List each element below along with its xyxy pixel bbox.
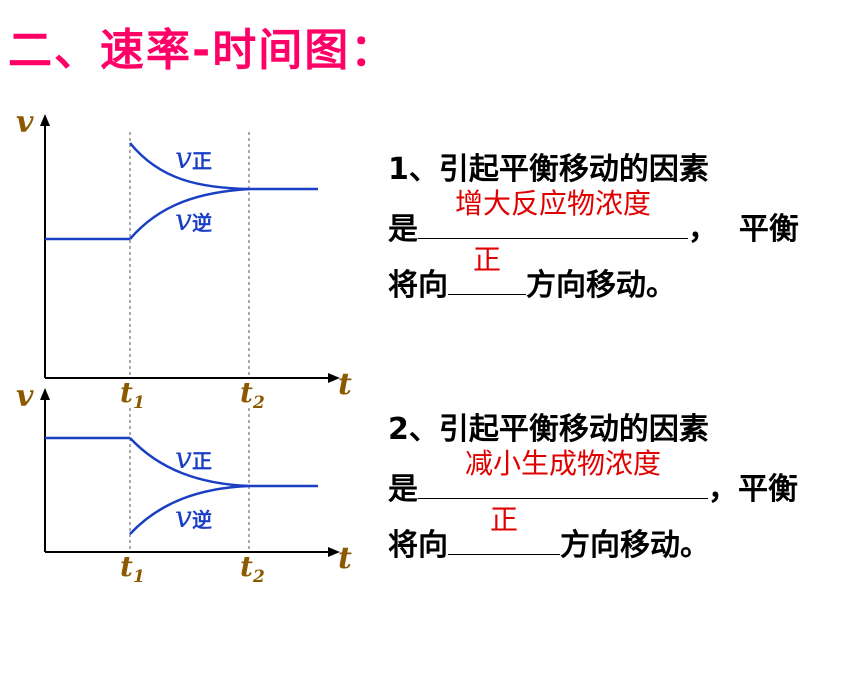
v-reverse-label: v逆 xyxy=(175,203,212,238)
q1-answer-blank-1: 增大反应物浓度 xyxy=(418,187,688,239)
q2-answer-blank-1: 减小生成物浓度 xyxy=(418,447,708,499)
q1-line3-end: 方向移动。 xyxy=(526,268,676,303)
q1-prompt: 1、引起平衡移动的因素 xyxy=(388,152,709,187)
q1-line2-start: 是 xyxy=(388,212,418,247)
t2-label: t2 xyxy=(240,376,265,413)
y-axis-arrow xyxy=(40,388,50,400)
q2-line-3: 将向 正方向移动。 xyxy=(388,503,848,570)
q2-line3-end: 方向移动。 xyxy=(560,528,710,563)
q1-answer-blank-2: 正 xyxy=(448,243,526,295)
q2-line-1: 2、引起平衡移动的因素 xyxy=(388,402,848,458)
t1-label: t1 xyxy=(120,550,145,587)
q1-line-1: 1、引起平衡移动的因素 xyxy=(388,142,848,198)
q2-answer-blank-2: 正 xyxy=(448,503,560,555)
page-title: 二、速率-时间图： xyxy=(8,25,397,76)
x-axis-arrow xyxy=(328,547,340,557)
q2-prompt: 2、引起平衡移动的因素 xyxy=(388,412,709,447)
q2-line-2: 是 减小生成物浓度 ，平衡 xyxy=(388,447,848,514)
v-reverse-label: v逆 xyxy=(175,500,212,535)
q1-line-3: 将向正方向移动。 xyxy=(388,243,848,310)
question-1: 1、引起平衡移动的因素 是 增大反应物浓度 ， 平衡 将向正方向移动。 xyxy=(388,142,848,310)
rate-time-graph-1: v t v正 v逆 t1 t2 xyxy=(16,105,352,413)
q2-answer-2: 正 xyxy=(489,503,518,536)
reverse-rate-curve xyxy=(129,187,250,240)
q1-answer-1: 增大反应物浓度 xyxy=(454,187,651,220)
v-forward-label: v正 xyxy=(175,141,212,176)
t1-label: t1 xyxy=(120,376,145,413)
q1-line-2: 是 增大反应物浓度 ， 平衡 xyxy=(388,187,848,254)
forward-rate-curve xyxy=(129,142,318,191)
t-axis-label: t xyxy=(338,541,352,576)
t-axis-label: t xyxy=(338,367,352,402)
q2-line3-start: 将向 xyxy=(388,528,448,563)
v-axis-label: v xyxy=(16,105,34,140)
v-forward-label: v正 xyxy=(175,441,212,476)
v-axis-label: v xyxy=(16,379,34,414)
q1-answer-2: 正 xyxy=(472,243,501,276)
reverse-rate-curve xyxy=(129,484,250,535)
q2-line2-start: 是 xyxy=(388,472,418,507)
y-axis-arrow xyxy=(40,114,50,126)
forward-rate-curve xyxy=(129,437,318,488)
q2-line2-end: ，平衡 xyxy=(708,472,798,507)
q1-line3-start: 将向 xyxy=(388,268,448,303)
q2-answer-1: 减小生成物浓度 xyxy=(464,447,661,480)
x-axis-arrow xyxy=(328,373,340,383)
rate-time-graph-2: v t v正 v逆 t1 t2 xyxy=(16,379,352,587)
q1-line2-end: ， 平衡 xyxy=(688,212,799,247)
t2-label: t2 xyxy=(240,550,265,587)
question-2: 2、引起平衡移动的因素 是 减小生成物浓度 ，平衡 将向 正方向移动。 xyxy=(388,402,848,570)
